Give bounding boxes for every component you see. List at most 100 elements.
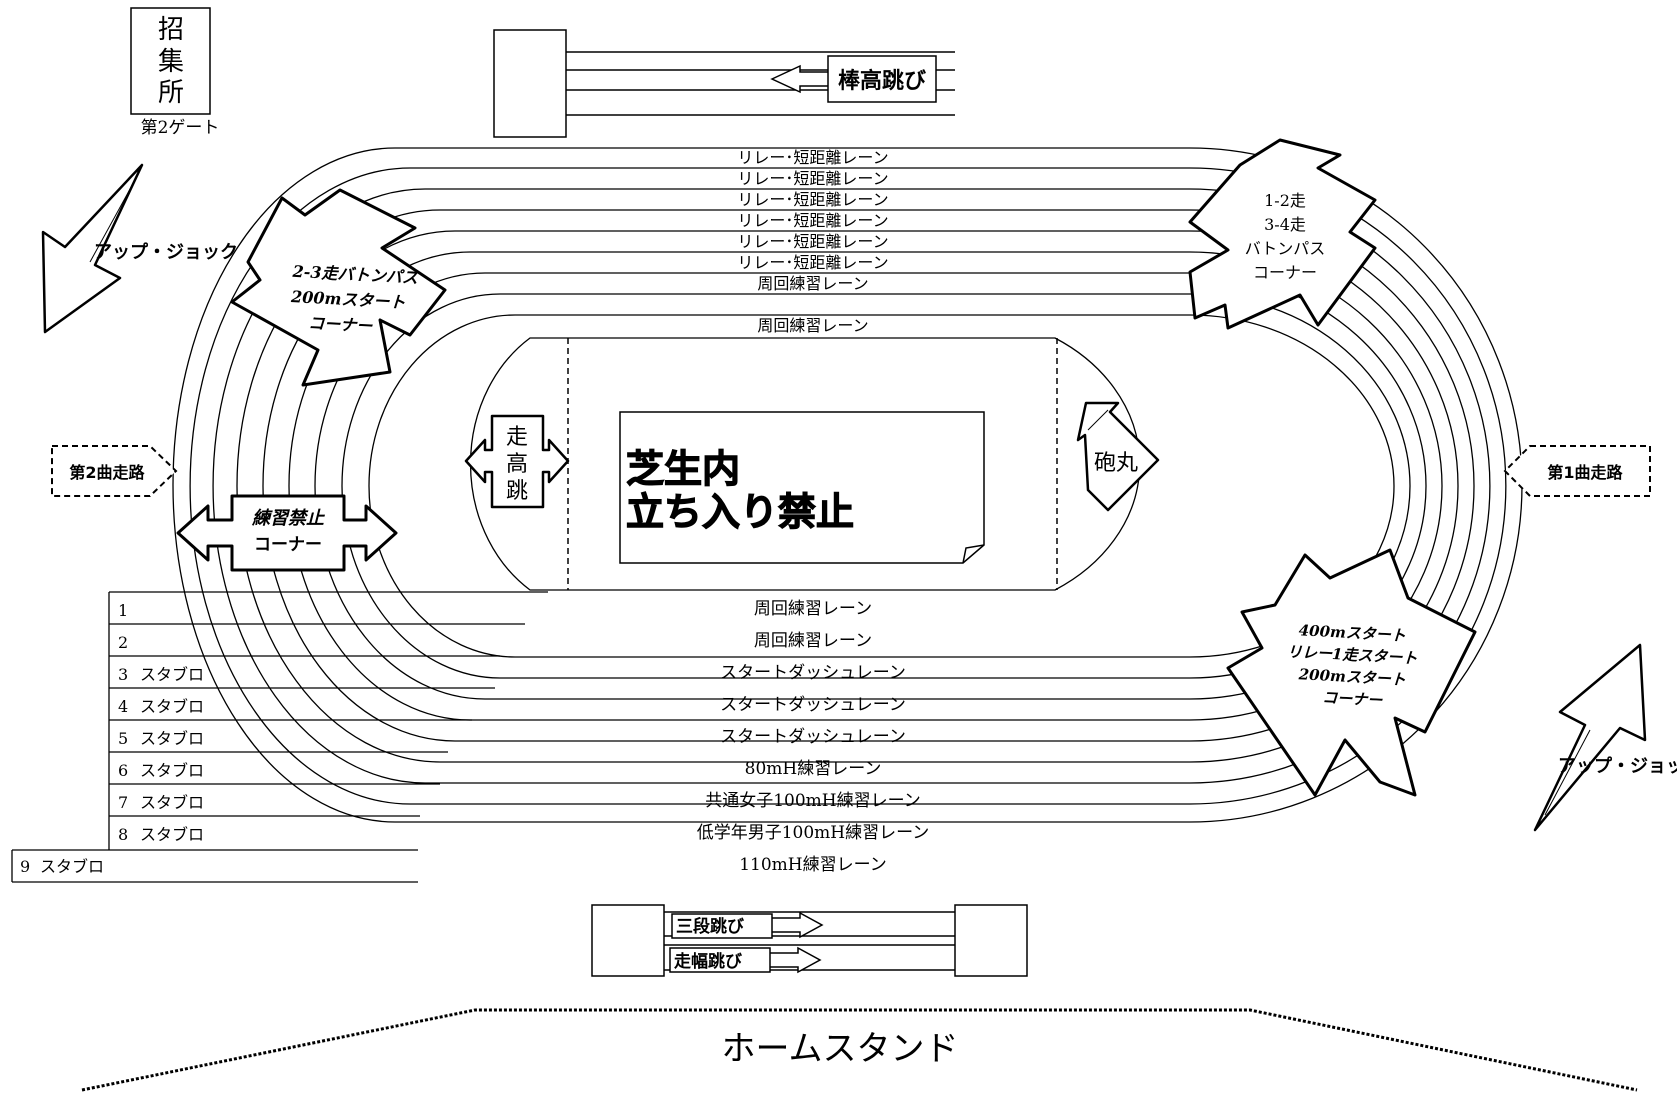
lane-number: 9 xyxy=(20,857,30,876)
shot-put-sign: 砲丸 xyxy=(1076,401,1160,512)
gathering-char: 集 xyxy=(158,47,184,77)
second-curve-label: 第2曲走路 xyxy=(69,463,145,482)
gate-label: 第2ゲート xyxy=(141,118,220,138)
no-practice-line: コーナー xyxy=(254,535,322,555)
sign-400-start: 400mスタート リレー1走スタート 200mスタート コーナー xyxy=(1226,548,1477,797)
lane-name: 共通女子100mH練習レーン xyxy=(705,791,921,811)
home-stand-outline xyxy=(81,1008,1638,1092)
turf-line: 立ち入り禁止 xyxy=(626,490,854,534)
dashed-arrow-right-icon xyxy=(51,445,178,497)
turf-line: 芝生内 xyxy=(626,447,740,491)
corner-400-line: 200mスタート xyxy=(1297,665,1406,689)
triple-jump-arrow xyxy=(769,911,824,939)
lane-block: スタブロ xyxy=(140,729,204,748)
runway-pit-right xyxy=(954,904,1028,977)
corner-23-line: コーナー xyxy=(308,313,374,335)
track-line xyxy=(212,188,1491,784)
pole-vault-pit xyxy=(493,29,567,138)
warmup-jog-label-left: アップ・ジョック xyxy=(94,241,238,263)
lane-number: 3 xyxy=(118,665,128,684)
sign-baton-23: 2-3走バトンパス 200mスタート コーナー xyxy=(230,188,447,387)
lane-number: 1 xyxy=(118,601,128,620)
first-curve-sign: 第1曲走路 xyxy=(1503,445,1651,497)
lane-number: 7 xyxy=(118,793,128,812)
track-line xyxy=(189,167,1507,805)
sign-no-practice: 練習禁止 コーナー xyxy=(176,494,398,572)
relay-lane-label: リレー･短距離レーン xyxy=(737,169,888,188)
lane-name: 80mH練習レーン xyxy=(745,759,882,779)
note-paper-icon xyxy=(619,411,985,564)
first-curve-label: 第1曲走路 xyxy=(1547,463,1623,482)
track-line xyxy=(341,293,1411,679)
gathering-place-box xyxy=(130,7,211,115)
corner-400-line: コーナー xyxy=(1322,688,1384,709)
home-stand-label: ホームスタンド xyxy=(722,1029,959,1069)
lane-block: スタブロ xyxy=(140,793,204,812)
gathering-char: 所 xyxy=(158,78,184,108)
track-line-inner xyxy=(469,337,1141,591)
arrow-up-left-icon xyxy=(1076,401,1160,512)
relay-lane-label: リレー･短距離レーン xyxy=(737,253,888,272)
lane-block: スタブロ xyxy=(140,697,204,716)
lane-name: 周回練習レーン xyxy=(754,631,872,651)
four-way-arrow-icon xyxy=(1226,548,1477,797)
warmup-arrow-right-icon xyxy=(1533,643,1647,832)
lane-block: スタブロ xyxy=(140,825,204,844)
home-stand: ホームスタンド xyxy=(81,1008,1638,1092)
runway-pit-left xyxy=(591,904,665,977)
track-line xyxy=(314,272,1427,700)
lane-numbers: 1 2 3 スタブロ 4 スタブロ 5 スタブロ 6 スタブロ 7 スタブロ 8… xyxy=(20,601,204,876)
lane-number: 2 xyxy=(118,633,128,652)
jump-runways xyxy=(591,904,1028,977)
dashed-arrow-left-icon xyxy=(1503,445,1651,497)
high-jump-char: 走 xyxy=(506,425,528,450)
corner-12-line: バトンパス xyxy=(1245,239,1325,258)
relay-lane-label: 周回練習レーン xyxy=(757,274,868,293)
triple-jump-label-box xyxy=(671,913,773,939)
lane-name: 低学年男子100mH練習レーン xyxy=(697,823,930,843)
track-line xyxy=(368,314,1395,658)
lane-number: 5 xyxy=(118,729,128,748)
high-jump-char: 跳 xyxy=(506,479,528,504)
pole-vault-area xyxy=(493,29,955,138)
gathering-place: 招 集 所 第2ゲート xyxy=(130,7,220,138)
lane-block: スタブロ xyxy=(140,665,204,684)
relay-lane-labels: リレー･短距離レーン リレー･短距離レーン リレー･短距離レーン リレー･短距離… xyxy=(737,148,888,335)
high-jump-sign: 走 高 跳 xyxy=(464,414,570,509)
lane-number: 4 xyxy=(118,697,128,716)
high-jump-char: 高 xyxy=(506,452,528,477)
relay-lane-label: リレー･短距離レーン xyxy=(737,148,888,167)
relay-lane-label: リレー･短距離レーン xyxy=(737,211,888,230)
warmup-arrow-right: アップ・ジョック xyxy=(1533,643,1677,832)
lane-number: 6 xyxy=(118,761,128,780)
warmup-jog-label-right: アップ・ジョック xyxy=(1558,755,1677,777)
relay-lane-label: 周回練習レーン xyxy=(757,316,868,335)
lane-number: 8 xyxy=(118,825,128,844)
lane-names: 周回練習レーン 周回練習レーン スタートダッシュレーン スタートダッシュレーン … xyxy=(697,599,930,875)
no-practice-line: 練習禁止 xyxy=(251,508,326,529)
pole-vault-label: 棒高跳び xyxy=(838,68,926,94)
long-jump-arrow xyxy=(767,946,822,974)
lane-name: スタートダッシュレーン xyxy=(720,663,906,683)
corner-400-line: 400mスタート xyxy=(1298,621,1406,645)
track xyxy=(172,147,1523,823)
triple-jump-label: 三段跳び xyxy=(676,916,744,937)
double-arrow-icon xyxy=(176,494,398,572)
long-jump-label: 走幅跳び xyxy=(674,951,742,972)
shot-put-label: 砲丸 xyxy=(1094,451,1138,476)
lane-block: スタブロ xyxy=(140,761,204,780)
turf-notice: 芝生内 立ち入り禁止 xyxy=(619,411,985,564)
lane-name: 周回練習レーン xyxy=(754,599,872,619)
warmup-arrow-left: アップ・ジョック xyxy=(41,163,238,334)
sign-baton-12: 1-2走 3-4走 バトンパス コーナー xyxy=(1188,138,1377,330)
gathering-char: 招 xyxy=(158,15,184,45)
long-jump-label-box xyxy=(669,947,771,973)
lane-block: スタブロ xyxy=(40,857,104,876)
pole-vault-label-box xyxy=(827,55,937,103)
four-way-arrow-icon xyxy=(1188,138,1377,330)
lane-start-lines xyxy=(11,591,548,883)
corner-12-line: コーナー xyxy=(1253,263,1317,282)
relay-lane-label: リレー･短距離レーン xyxy=(737,232,888,251)
track-line-outer xyxy=(172,147,1523,823)
